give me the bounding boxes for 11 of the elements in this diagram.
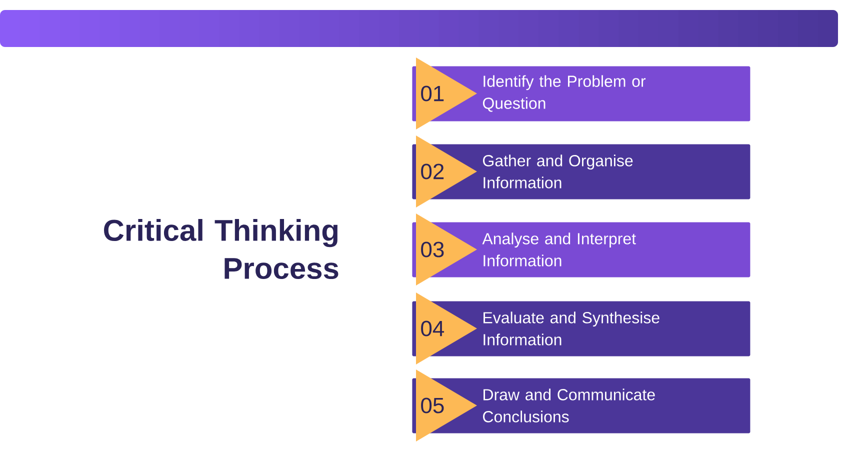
title: Critical Thinking Process <box>104 219 338 280</box>
step-text: Analyse and Interpret Information <box>482 232 636 266</box>
number-triangle: 05 <box>416 370 477 442</box>
number-triangle: 02 <box>416 136 477 208</box>
number-triangle: 03 <box>416 214 477 286</box>
number-triangle: 04 <box>416 292 477 364</box>
number-triangle: 01 <box>416 58 477 130</box>
step-text: Identify the Problem or Question <box>482 75 646 112</box>
step-text: Evaluate and Synthesise Information <box>484 312 660 346</box>
step-text: Draw and Communicate Conclusions <box>483 388 655 422</box>
step-text: Gather and Organise Information <box>483 154 633 188</box>
